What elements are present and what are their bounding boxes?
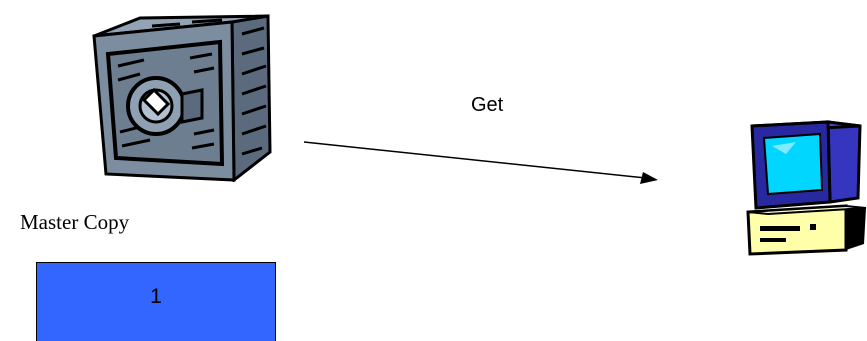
arrow-right-icon [303,141,658,184]
safe-icon [92,14,272,182]
version-number: 1 [150,285,162,308]
computer-icon [746,120,867,256]
get-label: Get [471,94,504,116]
version-box: 1 [36,262,276,341]
master-copy-label: Master Copy [20,210,130,234]
